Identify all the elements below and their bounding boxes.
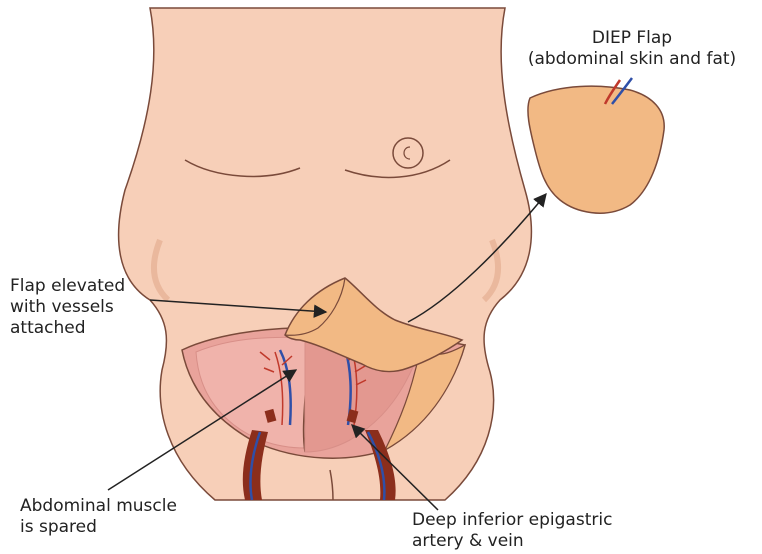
muscle-spared-line-1: Abdominal muscle	[20, 496, 177, 517]
muscle-spared-label: Abdominal muscle is spared	[20, 496, 177, 538]
vessels-line-2: artery & vein	[412, 531, 612, 552]
vessels-label: Deep inferior epigastric artery & vein	[412, 510, 612, 552]
flap-elevated-label: Flap elevated with vessels attached	[10, 276, 125, 339]
muscle-spared-line-2: is spared	[20, 517, 177, 538]
diep-flap-label: DIEP Flap (abdominal skin and fat)	[512, 28, 752, 70]
diep-flap-title: DIEP Flap	[512, 28, 752, 49]
flap-elevated-line-3: attached	[10, 318, 125, 339]
flap-elevated-line-2: with vessels	[10, 297, 125, 318]
nipple	[393, 138, 423, 168]
flap-elevated-line-1: Flap elevated	[10, 276, 125, 297]
vessels-line-1: Deep inferior epigastric	[412, 510, 612, 531]
diep-flap-subtitle: (abdominal skin and fat)	[512, 49, 752, 70]
diep-flap-shape	[528, 86, 664, 213]
